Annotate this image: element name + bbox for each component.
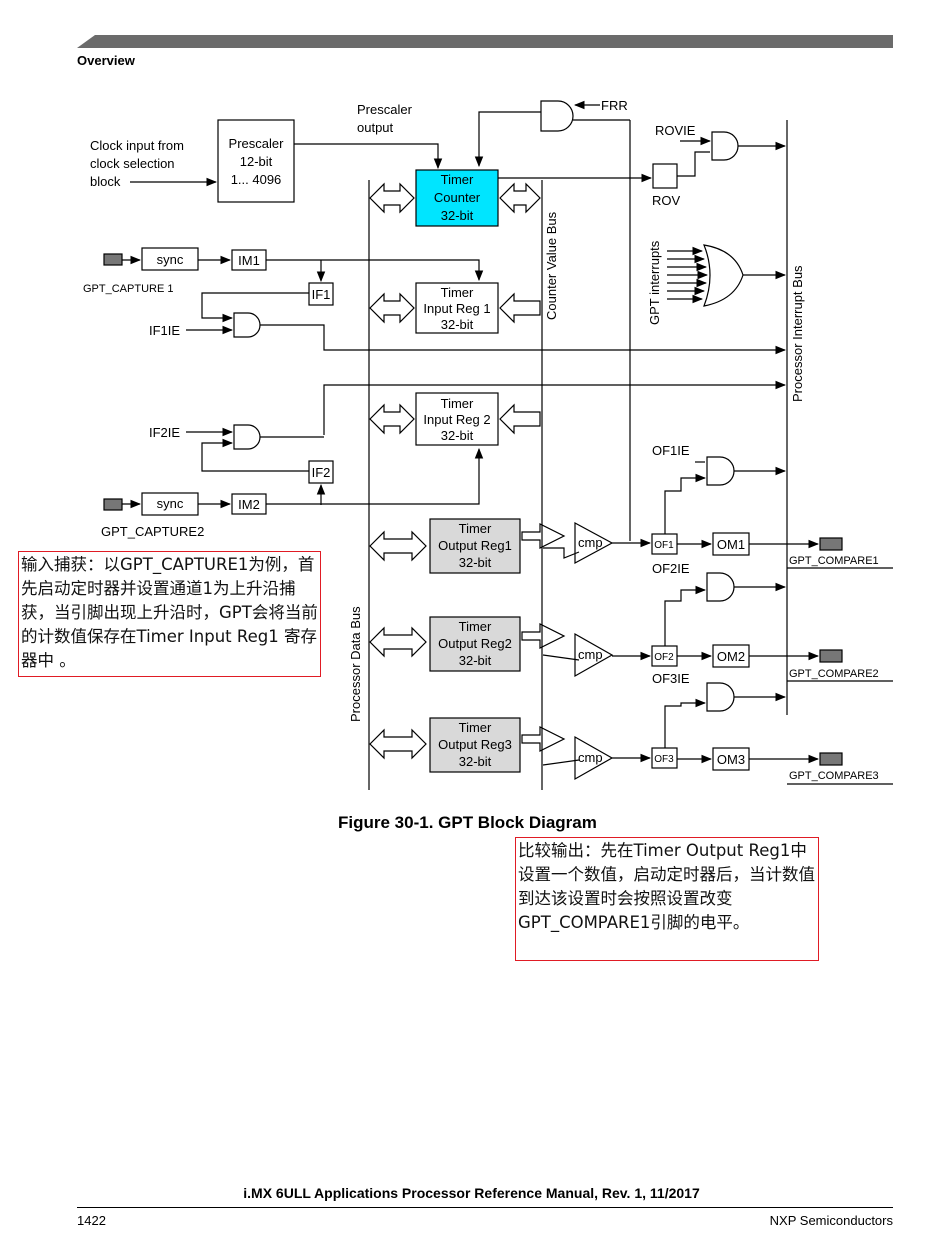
output-reg1-label-1: Timer (459, 521, 492, 536)
gpt-capture2-label: GPT_CAPTURE2 (101, 524, 204, 539)
output-reg2-label-2: Output Reg2 (438, 636, 512, 651)
gpt-compare2-label: GPT_COMPARE2 (789, 668, 879, 680)
prescaler-title: Prescaler (229, 136, 285, 151)
rovie-label: ROVIE (655, 123, 696, 138)
timer-counter-label-2: Counter (434, 190, 481, 205)
om2-label: OM2 (717, 649, 745, 664)
gpt-compare1-label: GPT_COMPARE1 (789, 555, 879, 567)
cmp1-label: cmp (578, 535, 603, 550)
om1-label: OM1 (717, 537, 745, 552)
figure-caption: Figure 30-1. GPT Block Diagram (338, 813, 597, 832)
page-number: 1422 (77, 1213, 106, 1228)
prescaler-output-label-2: output (357, 120, 394, 135)
input-capture-annotation: 输入捕获：以GPT_CAPTURE1为例，首先启动定时器并设置通道1为上升沿捕获… (18, 551, 321, 677)
if2ie-label: IF2IE (149, 425, 180, 440)
section-title: Overview (77, 53, 135, 68)
im1-label: IM1 (238, 253, 260, 268)
clock-input-label-3: block (90, 174, 121, 189)
im2-label: IM2 (238, 497, 260, 512)
sync1-label: sync (157, 252, 184, 267)
of2-label: OF2 (654, 652, 674, 663)
input-reg1-label-2: Input Reg 1 (423, 301, 490, 316)
output-reg2-label-1: Timer (459, 619, 492, 634)
gpt-interrupts-label: GPT interrupts (647, 240, 662, 325)
of1-label: OF1 (654, 540, 674, 551)
clock-input-label-1: Clock input from (90, 138, 184, 153)
gpt-capture1-label: GPT_CAPTURE 1 (83, 283, 173, 295)
of1ie-label: OF1IE (652, 443, 690, 458)
om3-label: OM3 (717, 752, 745, 767)
prescaler-range: 1... 4096 (231, 172, 282, 187)
output-reg3-label-3: 32-bit (459, 754, 492, 769)
output-reg2-label-3: 32-bit (459, 653, 492, 668)
timer-counter-label-1: Timer (441, 172, 474, 187)
vendor-name: NXP Semiconductors (769, 1213, 893, 1228)
footer-title: i.MX 6ULL Applications Processor Referen… (243, 1185, 700, 1201)
cmp3-label: cmp (578, 750, 603, 765)
output-reg3-label-2: Output Reg3 (438, 737, 512, 752)
timer-counter-label-3: 32-bit (441, 208, 474, 223)
header-band (77, 35, 893, 48)
input-reg2-label-2: Input Reg 2 (423, 412, 490, 427)
clock-input-label-2: clock selection (90, 156, 175, 171)
prescaler-output-label-1: Prescaler (357, 102, 413, 117)
input-reg1-label-3: 32-bit (441, 317, 474, 332)
footer-rule (77, 1207, 893, 1208)
cmp2-label: cmp (578, 647, 603, 662)
input-reg1-label-1: Timer (441, 285, 474, 300)
input-reg2-label-1: Timer (441, 396, 474, 411)
counter-value-bus-label: Counter Value Bus (544, 211, 559, 320)
frr-label: FRR (601, 98, 628, 113)
output-reg3-label-1: Timer (459, 720, 492, 735)
if2-label: IF2 (312, 465, 331, 480)
of3-label: OF3 (654, 754, 674, 765)
output-reg1-label-3: 32-bit (459, 555, 492, 570)
if1ie-label: IF1IE (149, 323, 180, 338)
sync2-label: sync (157, 496, 184, 511)
output-compare-annotation: 比较输出：先在Timer Output Reg1中设置一个数值，启动定时器后，当… (515, 837, 819, 961)
of3ie-label: OF3IE (652, 671, 690, 686)
of2ie-label: OF2IE (652, 561, 690, 576)
rov-label: ROV (652, 193, 681, 208)
if1-label: IF1 (312, 287, 331, 302)
processor-data-bus-label: Processor Data Bus (348, 606, 363, 722)
prescaler-bits: 12-bit (240, 154, 273, 169)
gpt-block-diagram: Clock input from clock selection block P… (83, 98, 893, 790)
processor-interrupt-bus-label: Processor Interrupt Bus (790, 265, 805, 402)
output-reg1-label-2: Output Reg1 (438, 538, 512, 553)
input-reg2-label-3: 32-bit (441, 428, 474, 443)
gpt-compare3-label: GPT_COMPARE3 (789, 770, 879, 782)
